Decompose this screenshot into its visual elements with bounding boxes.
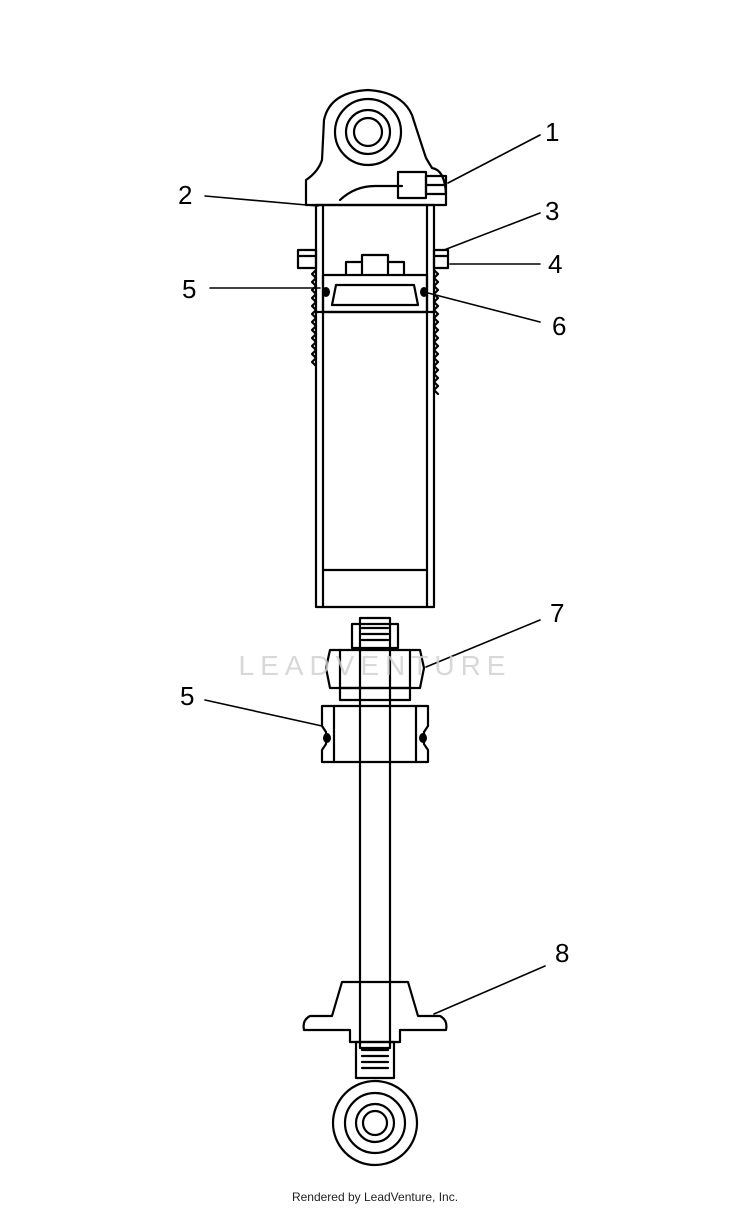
leader-line-6 bbox=[427, 292, 541, 323]
leader-line-8 bbox=[433, 965, 546, 1015]
shock-shaft bbox=[358, 616, 392, 1050]
lower-eyelet bbox=[331, 1040, 419, 1167]
callout-4: 4 bbox=[548, 249, 562, 279]
leader-line-5b bbox=[204, 699, 323, 727]
leader-line-3 bbox=[443, 212, 541, 251]
shock-body-cylinder bbox=[310, 203, 440, 609]
leader-lines bbox=[204, 134, 546, 1015]
callout-6: 6 bbox=[552, 311, 566, 341]
piston-o-rings bbox=[322, 287, 428, 297]
callout-2: 2 bbox=[178, 180, 192, 210]
callout-5-lower: 5 bbox=[180, 681, 194, 711]
lower-spring-retainer bbox=[302, 980, 448, 1044]
seal-head bbox=[320, 704, 430, 764]
lock-nut bbox=[324, 622, 426, 702]
footer-credit: Rendered by LeadVenture, Inc. bbox=[291, 1190, 459, 1204]
watermark-logo: LEADVENTURE bbox=[238, 650, 512, 681]
callout-numbers: 1 2 3 4 5 6 7 5 8 bbox=[178, 117, 569, 968]
seal-head-o-rings bbox=[323, 733, 427, 743]
callout-8: 8 bbox=[555, 938, 569, 968]
leader-line-7 bbox=[425, 619, 541, 668]
floating-piston bbox=[321, 253, 429, 314]
leader-line-2 bbox=[204, 195, 319, 207]
callout-7: 7 bbox=[550, 598, 564, 628]
callout-3: 3 bbox=[545, 196, 559, 226]
reservoir-valve bbox=[396, 170, 448, 200]
leader-line-1 bbox=[447, 134, 541, 184]
callout-5-upper: 5 bbox=[182, 274, 196, 304]
upper-eyelet-mount bbox=[304, 88, 448, 207]
spring-collar bbox=[296, 248, 450, 270]
callout-1: 1 bbox=[545, 117, 559, 147]
